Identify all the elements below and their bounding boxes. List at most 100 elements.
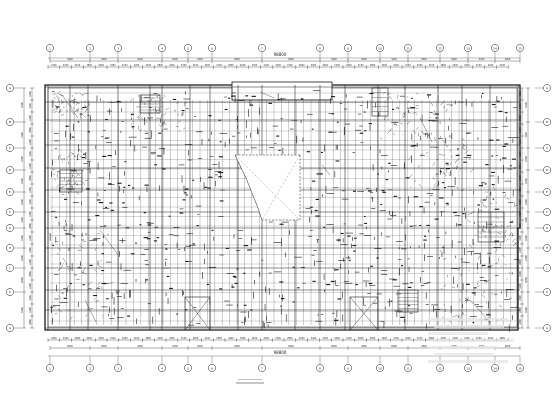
- dim-bottom-fine-text: 2100: [393, 337, 399, 340]
- axis-bubble-number: 11: [406, 366, 410, 370]
- beam-label-mark: [98, 202, 104, 204]
- dim-bottom-fine-text: 3400: [169, 337, 175, 340]
- rebar-mark: [56, 90, 61, 95]
- dim-top-fine-text: 2100: [358, 64, 364, 67]
- rebar-mark: [415, 105, 419, 107]
- rebar-mark: [152, 108, 155, 111]
- beam-label-mark: [423, 239, 427, 241]
- dim-bottom-fine-text: 2100: [181, 337, 187, 340]
- rebar-mark: [94, 247, 97, 251]
- rebar-mark: [69, 103, 72, 108]
- rebar-mark: [488, 228, 491, 233]
- beam-label-mark: [143, 237, 148, 239]
- axis-bubble-left: [6, 208, 14, 216]
- beam-label-mark: [334, 319, 339, 321]
- dim-top-text: 6400: [288, 58, 294, 61]
- rebar-mark: [444, 144, 449, 148]
- axis-bubble-left: [6, 244, 14, 252]
- leader-line: [61, 94, 79, 119]
- rebar-mark: [458, 317, 461, 322]
- beam-label-mark: [277, 98, 280, 101]
- rebar-mark: [100, 260, 103, 262]
- rebar-mark: [71, 100, 75, 102]
- axis-bubble-letter: F: [9, 210, 11, 214]
- beam-label-mark: [135, 242, 137, 244]
- beam-label-mark: [483, 280, 488, 282]
- beam-label-mark: [513, 167, 516, 169]
- dim-top-fine-text: 4200: [98, 64, 104, 67]
- rebar-mark: [55, 105, 59, 108]
- dim-bottom-fine-text: 2800: [216, 337, 222, 340]
- beam-label-mark: [445, 162, 449, 164]
- rebar-mark: [84, 108, 88, 113]
- axis-bubble-number: 14: [493, 46, 497, 50]
- rebar-mark: [88, 102, 90, 105]
- axis-bubble-letter: G: [546, 226, 549, 230]
- rebar-mark: [452, 315, 458, 318]
- rebar-mark: [61, 264, 63, 268]
- rebar-mark: [389, 96, 392, 99]
- rebar-mark: [469, 190, 471, 192]
- dim-left-fine-text: 2800: [29, 175, 32, 181]
- rebar-mark: [478, 256, 480, 260]
- dim-right-fine-text: 2800: [519, 307, 522, 313]
- dim-left-fine-text: 2100: [29, 211, 32, 217]
- dim-bottom-fine-text: 2100: [464, 337, 470, 340]
- axis-bubble-left: [6, 288, 14, 296]
- beam-label-mark: [132, 126, 135, 128]
- axis-bubble-bottom: [404, 364, 412, 372]
- dim-bottom-fine-text: 4200: [299, 337, 305, 340]
- beam-label-mark: [182, 199, 186, 201]
- rebar-mark: [79, 155, 84, 158]
- rebar-mark: [433, 183, 436, 186]
- beam-label-mark: [72, 101, 75, 103]
- rebar-mark: [444, 308, 446, 312]
- rebar-mark: [442, 316, 445, 320]
- dim-top-fine-text: 4200: [240, 64, 246, 67]
- dim-top-fine-text: 2800: [370, 64, 376, 67]
- rebar-mark: [476, 285, 481, 288]
- dim-bottom-fine-text: 4200: [334, 337, 340, 340]
- dim-bottom-fine-text: 2100: [252, 337, 258, 340]
- leader-line: [84, 299, 97, 323]
- dim-right-text: 6400: [525, 255, 528, 261]
- rebar-mark: [387, 117, 389, 119]
- axis-bubble-bottom: [158, 364, 166, 372]
- beam-label-mark: [334, 269, 339, 271]
- dim-left-text: 6400: [21, 235, 24, 241]
- rebar-mark: [57, 253, 59, 256]
- beam-label-mark: [502, 145, 506, 147]
- rebar-mark: [504, 230, 507, 234]
- rebar-mark: [160, 97, 164, 101]
- dim-bottom-fine-text: 3400: [240, 337, 246, 340]
- axis-bubble-top: [208, 44, 216, 52]
- rebar-mark: [163, 122, 166, 124]
- beam-label-mark: [69, 283, 72, 285]
- axis-bubble-letter: D: [546, 168, 549, 172]
- dim-bottom-text: 6400: [197, 345, 203, 348]
- dim-left-fine-text: 2100: [29, 187, 32, 193]
- dim-bottom-text: 6400: [361, 345, 367, 348]
- dim-right-text: 6400: [525, 156, 528, 162]
- dim-bottom-fine-text: 2100: [205, 337, 211, 340]
- axis-bubble-letter: A: [9, 326, 12, 330]
- beam-label-mark: [183, 192, 187, 194]
- beam-label-mark: [231, 286, 235, 288]
- beam-label-mark: [340, 232, 344, 235]
- beam-label-mark: [330, 280, 335, 282]
- rebar-mark: [100, 252, 105, 255]
- rebar-mark: [63, 158, 65, 161]
- rebar-mark: [75, 110, 79, 112]
- beam-label-mark: [494, 208, 500, 210]
- beam-label-mark: [390, 300, 393, 302]
- dim-top-fine-text: 4200: [311, 64, 317, 67]
- rebar-mark: [68, 268, 72, 272]
- beam-label-mark: [370, 265, 373, 267]
- beam-label-mark: [380, 203, 383, 206]
- rebar-mark: [60, 99, 63, 103]
- beam-label-mark: [278, 149, 281, 151]
- beam-label-mark: [122, 202, 125, 204]
- beam-label-mark: [95, 214, 100, 217]
- beam-label-mark: [234, 282, 238, 284]
